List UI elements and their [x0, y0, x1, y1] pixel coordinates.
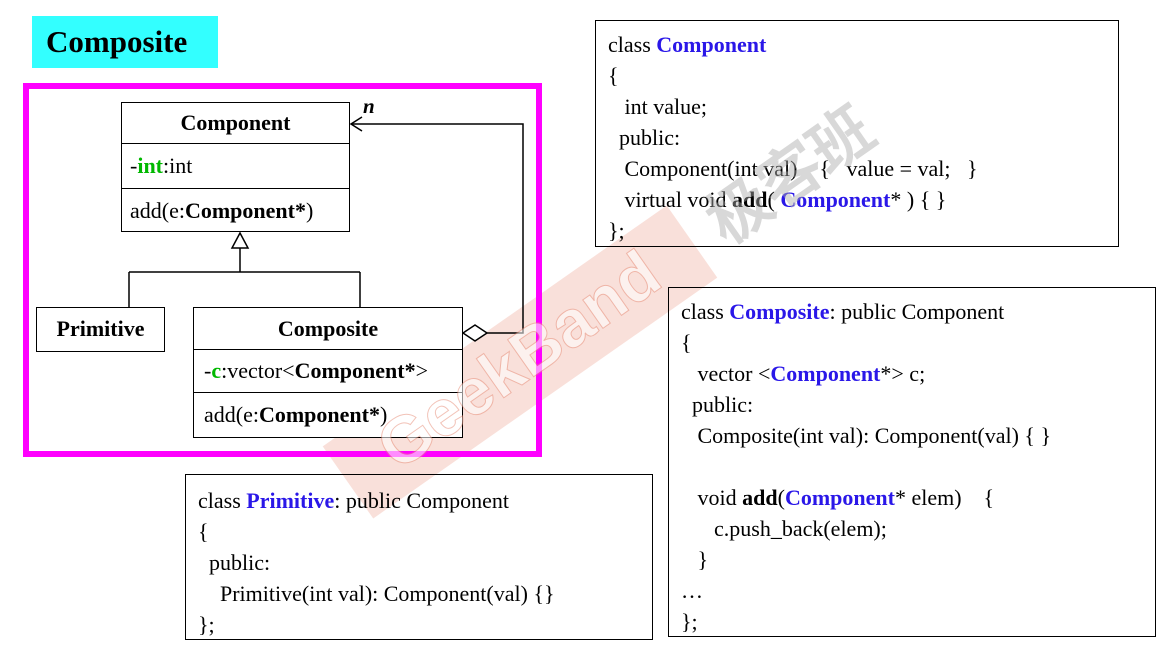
code-line: }; — [681, 609, 698, 634]
attr-name: c — [211, 358, 222, 383]
code-class-name: Component — [784, 485, 895, 510]
code-text: ( — [777, 485, 785, 510]
code-line: class Primitive: public Component — [198, 485, 652, 516]
op-suffix: ) — [305, 198, 314, 223]
code-line: class Composite: public Component — [681, 296, 1155, 327]
op-type: Component* — [184, 198, 306, 223]
uml-class-composite: Composite -c:vector<Component*> add(e:Co… — [193, 307, 463, 438]
code-line: public: — [681, 392, 754, 417]
op-prefix: add(e: — [130, 198, 185, 223]
code-block-composite: class Composite: public Component { vecto… — [668, 287, 1156, 637]
code-text: *> c; — [880, 361, 926, 386]
code-class-name: Component — [656, 32, 767, 57]
code-text: class — [198, 488, 247, 513]
attr-type: Component* — [294, 358, 416, 383]
code-line: { — [681, 330, 692, 355]
attr-type: :int — [163, 153, 193, 178]
uml-class-primitive: Primitive — [36, 307, 165, 352]
op-prefix: add(e: — [204, 402, 259, 427]
aggregation-line — [352, 123, 524, 334]
code-text: vector < — [681, 361, 771, 386]
code-line: virtual void add( Component* ) { } — [608, 184, 1118, 215]
class-name: Component — [180, 110, 291, 135]
code-text: void — [681, 485, 743, 510]
code-line: }; — [198, 612, 215, 637]
code-line: … — [681, 578, 703, 603]
code-text: : public Component — [829, 299, 1005, 324]
aggregation-diamond — [461, 324, 489, 342]
code-text: virtual void — [608, 187, 733, 212]
page-title: Composite — [32, 16, 218, 68]
code-text: : public Component — [334, 488, 509, 513]
code-line: Component(int val) { value = val; } — [608, 156, 978, 181]
diagram-frame — [23, 83, 542, 457]
attr-type-pre: :vector< — [221, 358, 295, 383]
code-line: public: — [198, 550, 271, 575]
code-line: public: — [608, 125, 681, 150]
code-line: int value; — [608, 94, 707, 119]
attr-prefix: - — [130, 153, 138, 178]
code-line: { — [608, 63, 619, 88]
multiplicity-label: n — [363, 94, 375, 118]
code-line: }; — [608, 218, 625, 243]
code-class-name: Component — [780, 187, 891, 212]
class-operation: add(e:Component*) — [194, 392, 462, 437]
code-text: * ) { } — [890, 187, 947, 212]
attr-prefix: - — [204, 358, 212, 383]
code-text: * elem) { — [894, 485, 995, 510]
code-line: void add(Component* elem) { — [681, 482, 1155, 513]
code-line: c.push_back(elem); — [681, 516, 887, 541]
inheritance-triangle — [230, 231, 250, 249]
op-type: Component* — [258, 402, 380, 427]
code-line: } — [681, 547, 709, 572]
class-name: Composite — [277, 316, 379, 341]
code-text: ( — [767, 187, 781, 212]
code-line: { — [198, 519, 209, 544]
code-line: vector <Component*> c; — [681, 358, 1155, 389]
uml-class-component: Component -int:int add(e:Component*) — [121, 102, 350, 232]
class-attribute: -int:int — [122, 143, 349, 188]
class-attribute: -c:vector<Component*> — [194, 349, 462, 392]
aggregation-arrowhead — [349, 116, 363, 132]
code-method-name: add — [742, 485, 778, 510]
code-line: ​ — [681, 451, 1155, 482]
code-class-name: Composite — [729, 299, 830, 324]
code-block-primitive: class Primitive: public Component { publi… — [185, 474, 653, 640]
code-class-name: Component — [770, 361, 881, 386]
class-name: Primitive — [56, 316, 145, 341]
code-line: class Component — [608, 29, 1118, 60]
class-operation: add(e:Component*) — [122, 188, 349, 232]
op-suffix: ) — [379, 402, 388, 427]
code-line: Primitive(int val): Component(val) {} — [198, 581, 555, 606]
code-method-name: add — [732, 187, 768, 212]
code-block-component: class Component { int value; public: Comp… — [595, 20, 1119, 247]
attr-name: int — [137, 153, 164, 178]
watermark-band — [322, 205, 718, 519]
code-text: class — [681, 299, 730, 324]
attr-type-post: > — [415, 358, 429, 383]
code-class-name: Primitive — [246, 488, 335, 513]
code-text: class — [608, 32, 657, 57]
code-line: Composite(int val): Component(val) { } — [681, 423, 1052, 448]
